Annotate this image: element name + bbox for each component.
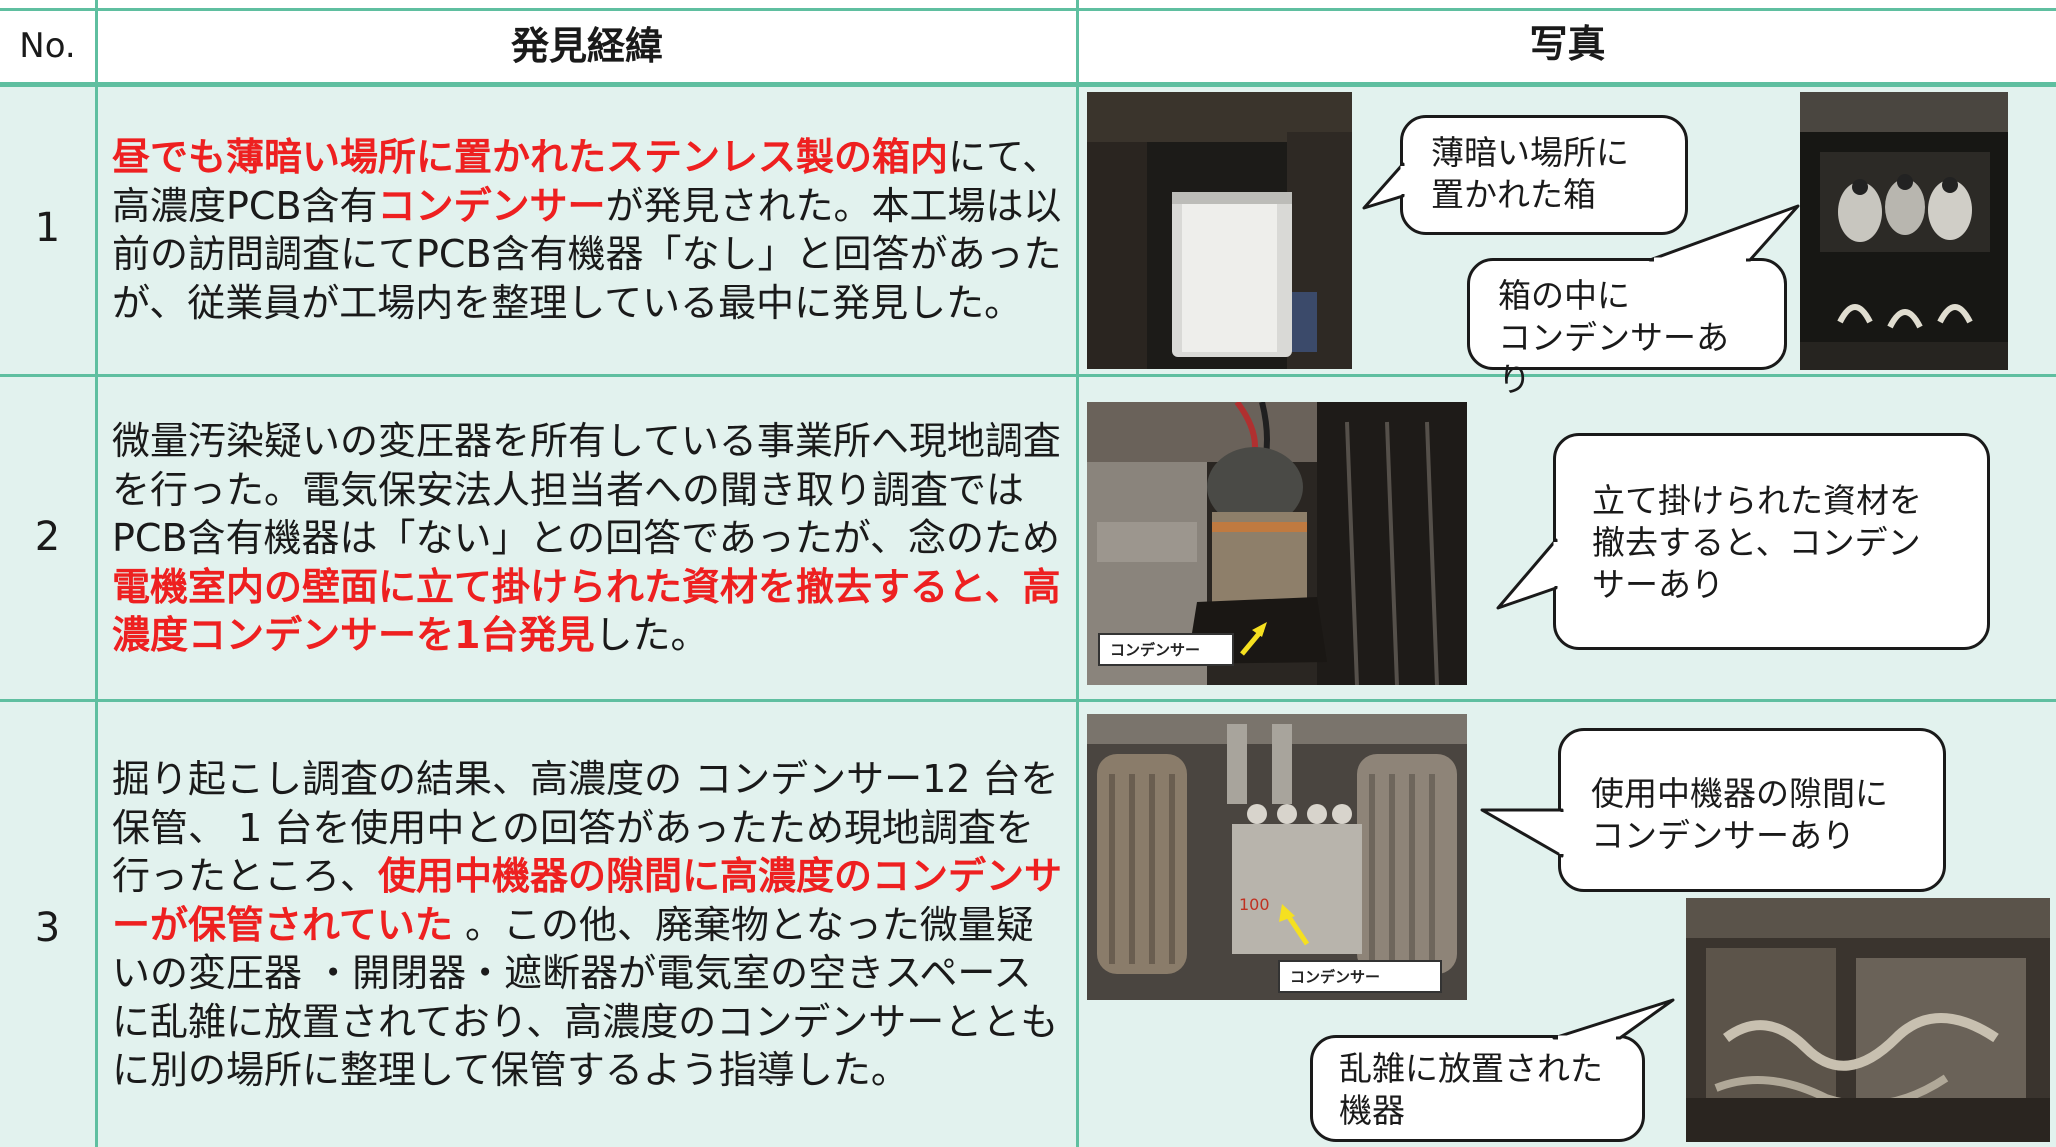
corner-arc-left: ⌒ (58, 0, 78, 14)
row-2-text-2: した。 (594, 613, 709, 657)
row-1-number: 1 (34, 205, 61, 251)
row-2-callout: 立て掛けられた資材を撤去すると、コンデンサーあり (1553, 433, 1990, 650)
row-3-callout-2-tail (1552, 998, 1675, 1041)
row-3-photo-mark: 100 (1239, 895, 1270, 914)
header-description: 発見経緯 (510, 24, 663, 68)
row-2-emphasis: 電機室内の壁面に立て掛けられた資材を撤去すると、高濃度コンデンサーを1台発見 (112, 564, 1061, 658)
row-3-callout-1: 使用中機器の隙間に コンデンサーあり (1558, 728, 1946, 892)
row-1-callout-2: 箱の中に コンデンサーあり (1467, 258, 1787, 399)
row-3-callout-1-tail (1480, 808, 1565, 858)
grid-line-row2 (0, 699, 2056, 702)
grid-line-row1 (0, 374, 2056, 377)
row-2-photo-label: コンデンサー (1098, 633, 1234, 666)
row-1-text-2: が発見された。本工場は以前の訪問調査にてPCB含有機器「なし」と回答があったが、… (112, 183, 1062, 325)
grid-line-col2 (1076, 0, 1079, 1147)
row-1-emphasis-1: 昼でも薄暗い場所に置かれたステンレス製の箱内 (112, 135, 949, 179)
row-1-photo-box (1087, 92, 1352, 369)
row-1-callout-1: 薄暗い場所に 置かれた箱 (1400, 115, 1688, 235)
header-no: No. (19, 26, 76, 66)
row-2-callout-tail (1496, 538, 1559, 610)
grid-line-top (0, 8, 2056, 11)
row-3-photo-clutter (1686, 898, 2050, 1142)
row-2-number: 2 (34, 514, 61, 560)
grid-line-header (0, 82, 2056, 87)
row-1-emphasis-2: コンデンサー (377, 183, 606, 228)
row-3-number: 3 (34, 905, 61, 951)
row-1-description: 昼でも薄暗い場所に置かれたステンレス製の箱内にて、高濃度PCB含有コンデンサーが… (112, 133, 1067, 327)
row-1-callout-1-tail (1362, 162, 1406, 210)
row-1-photo-inside (1800, 92, 2008, 370)
row-3-photo: 100 (1087, 714, 1467, 1000)
row-3-callout-2: 乱雑に放置された 機器 (1310, 1035, 1645, 1142)
grid-line-col1 (95, 0, 98, 1147)
row-1-callout-2-tail (1648, 204, 1800, 263)
header-photo: 写真 (1529, 22, 1606, 66)
row-2-text-1: 微量汚染疑いの変圧器を所有している事業所へ現地調査を行った。電気保安法人担当者へ… (112, 419, 1061, 560)
row-3-emphasis: 使用中機器の隙間に高濃度のコンデンサーが保管されていた (112, 854, 1063, 947)
header-row-bg (0, 0, 2056, 84)
row-1-text-1: にて、高濃度PCB含有 (112, 135, 1061, 228)
row-3-photo-label: コンデンサー (1278, 960, 1442, 993)
row-2-description: 微量汚染疑いの変圧器を所有している事業所へ現地調査を行った。電気保安法人担当者へ… (112, 417, 1067, 660)
row-3-description: 掘り起こし調査の結果、高濃度の コンデンサー12 台を保管、 1 台を使用中との… (112, 755, 1067, 1095)
row-3-text-2: 。この他、廃棄物となった微量疑いの変圧器 ・開閉器・遮断器が電気室の空きスペース… (112, 902, 1059, 1093)
corner-arc-right: ⌒ (1990, 0, 2010, 14)
row-3-text-1: 掘り起こし調査の結果、高濃度の コンデンサー12 台を保管、 1 台を使用中との… (112, 757, 1059, 898)
